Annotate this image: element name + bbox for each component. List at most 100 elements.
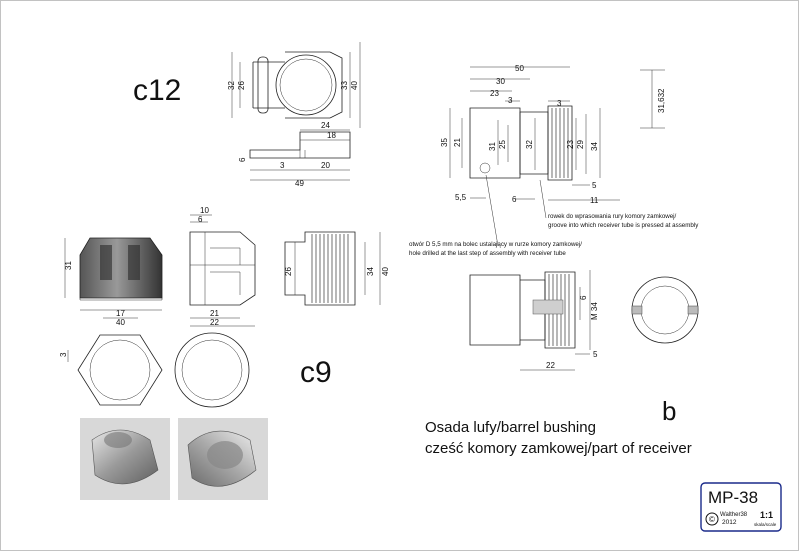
c9-nut-base — [79, 298, 163, 301]
c9-render-1-hole — [104, 432, 132, 448]
c12-dim-lines — [231, 42, 361, 128]
dim-c12-40: 40 — [350, 81, 359, 90]
title-block-scale-label: skala/scale — [754, 522, 777, 527]
dim-b-30: 30 — [496, 77, 505, 86]
dim-c9-22: 22 — [210, 318, 219, 327]
dim-b-6: 6 — [512, 195, 517, 204]
c9-round-end-view — [174, 332, 250, 408]
dim-b-23: 23 — [490, 89, 499, 98]
dim-b-5b: 5 — [593, 350, 598, 359]
c9-hex-end-view — [77, 334, 163, 406]
dim-b-50: 50 — [515, 64, 524, 73]
b-top-dims — [470, 66, 570, 102]
part-b-drawing: 50 30 23 3 3 31,632 35 21 31 25 32 23 29… — [409, 64, 699, 426]
dim-b-35: 35 — [440, 138, 449, 147]
c12-side-dims — [250, 129, 350, 181]
dim-c9-26: 26 — [284, 267, 293, 276]
dim-b-5: 5 — [592, 181, 597, 190]
dim-c12-33: 33 — [340, 81, 349, 90]
hole-note-line2: hole drilled at the last step of assembl… — [409, 250, 566, 257]
c9-round-inner-circle — [181, 339, 243, 401]
c12-ring-outer — [275, 54, 337, 116]
dim-b-3a: 3 — [508, 96, 513, 105]
dim-b-25: 25 — [498, 140, 507, 149]
b-thread-block — [547, 105, 573, 181]
dim-c12-49: 49 — [295, 179, 304, 188]
title-line1: Osada lufy/barrel bushing — [425, 419, 596, 436]
c9-hex-inner-circle — [89, 339, 151, 401]
dim-b-3b: 3 — [557, 99, 562, 108]
part-c9-drawing: 31 17 40 10 6 21 22 26 34 40 — [59, 206, 390, 500]
dim-b-34: 34 — [590, 142, 599, 151]
dim-b-55: 5,5 — [455, 193, 467, 202]
title-block-model: MP-38 — [708, 488, 758, 507]
dim-c9-10: 10 — [200, 206, 209, 215]
dim-c9-6: 6 — [198, 215, 203, 224]
label-b: b — [662, 396, 676, 426]
c9-thread-dims — [294, 232, 381, 305]
dim-c12-6: 6 — [238, 157, 247, 162]
dim-b-M34: M 34 — [590, 302, 599, 320]
c9-side-outline — [189, 231, 256, 306]
hole-note-line1: otwór D 5,5 mm na bolec ustalający w rur… — [409, 241, 582, 248]
b-dim-31632 — [640, 69, 665, 129]
title-block-year: 2012 — [722, 519, 737, 526]
dim-c9-40b: 40 — [381, 267, 390, 276]
dim-c12-24: 24 — [321, 121, 330, 130]
title-block-author: Walther38 — [720, 512, 748, 518]
b-leader-lines — [485, 174, 547, 247]
title-block-scale: 1:1 — [760, 510, 773, 520]
c9-thread-lines — [311, 234, 349, 303]
dim-b-6b: 6 — [579, 295, 588, 300]
part-c12-drawing: c12 32 26 33 40 24 18 6 3 20 49 — [133, 42, 361, 188]
dim-c12-26: 26 — [237, 81, 246, 90]
c12-ring-back — [329, 51, 343, 119]
b-thread-lines — [551, 108, 569, 178]
copyright-icon — [705, 512, 719, 526]
c12-side-step — [299, 150, 306, 158]
dim-c9-17: 17 — [116, 309, 125, 318]
dim-c9-31: 31 — [64, 261, 73, 270]
label-c12: c12 — [133, 74, 181, 107]
b-lower-thread-block — [544, 271, 576, 349]
b-pin-hole — [479, 162, 491, 174]
dim-b-31632: 31,632 — [657, 88, 666, 113]
title-block: MP-38 © Walther38 2012 1:1 skala/scale — [700, 482, 782, 532]
dim-b-11: 11 — [590, 196, 599, 205]
c9-side-details — [190, 232, 255, 305]
dim-c12-32: 32 — [227, 81, 236, 90]
c9-thread-outline — [284, 231, 356, 306]
c9-nut-rendered — [79, 237, 163, 299]
dim-b-22: 22 — [546, 361, 555, 370]
b-ring-slot-right — [687, 305, 699, 315]
c9-nut-flats — [100, 245, 140, 280]
dim-c9-40: 40 — [116, 318, 125, 327]
b-lower-pin — [532, 299, 564, 315]
b-lower-dims — [520, 270, 591, 371]
c12-slot — [257, 56, 269, 114]
b-bottom-dims — [470, 184, 620, 201]
dim-b-32: 32 — [525, 140, 534, 149]
c9-nut-dims — [64, 238, 162, 319]
dim-c9-34: 34 — [366, 267, 375, 276]
label-c9: c9 — [300, 356, 332, 389]
dim-c12-20: 20 — [321, 161, 330, 170]
c9-side-dims — [190, 214, 255, 327]
dim-b-21: 21 — [453, 138, 462, 147]
c12-ring-inner — [279, 58, 333, 112]
b-vertical-dims — [449, 108, 601, 178]
title-block-border — [700, 482, 782, 532]
dim-b-29: 29 — [576, 140, 585, 149]
copyright-symbol: © — [709, 515, 715, 524]
c12-ring-edges — [285, 51, 330, 119]
groove-note-line2: groove into which receiver tube is press… — [548, 222, 699, 229]
groove-note-line1: rowek do wprasowania rury komory zamkowe… — [548, 213, 677, 220]
dim-b-31: 31 — [488, 142, 497, 151]
title-line2: cześć komory zamkowej/part of receiver — [425, 440, 692, 457]
dim-b-23v: 23 — [566, 140, 575, 149]
dim-c12-18: 18 — [327, 131, 336, 140]
dim-c9-3: 3 — [59, 352, 68, 357]
dim-c9-21: 21 — [210, 309, 219, 318]
c9-render-2-hole — [207, 441, 243, 469]
